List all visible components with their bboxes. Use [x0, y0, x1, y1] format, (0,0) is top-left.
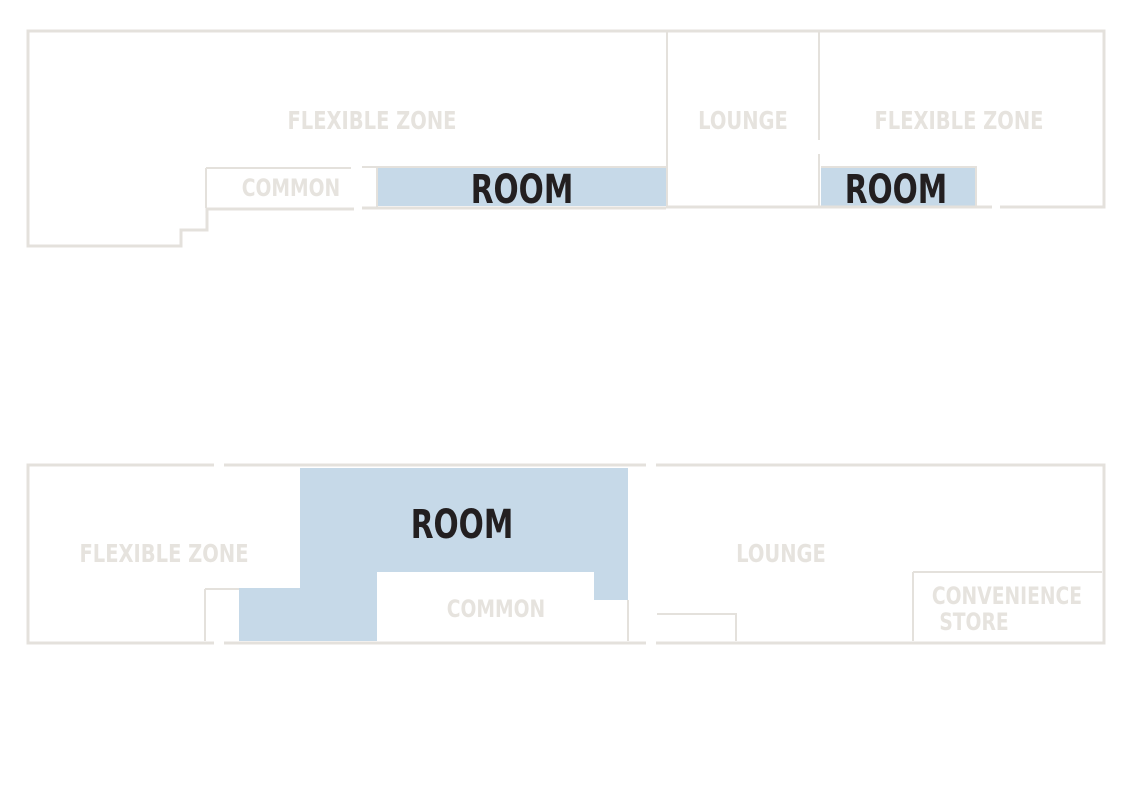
store-outline [912, 571, 1102, 641]
bottom-right-wall [656, 463, 1106, 645]
room-small-outline [821, 166, 977, 207]
label-convenience-store-line2: STORE [939, 609, 1008, 637]
label-lounge-bottom: LOUNGE [736, 540, 826, 569]
room-main-fill [377, 167, 666, 206]
label-convenience-store-line1: CONVENIENCE [932, 583, 1082, 611]
label-room-small: ROOM [845, 167, 948, 214]
top-floor-plan: FLEXIBLE ZONE LOUNGE FLEXIBLE ZONE COMMO… [26, 29, 1106, 248]
label-room-bottom: ROOM [411, 502, 514, 549]
label-lounge-top: LOUNGE [698, 107, 788, 136]
room-bottom-fill [239, 468, 628, 641]
room-small-fill [821, 167, 976, 206]
label-flexible-zone-bottom: FLEXIBLE ZONE [79, 540, 248, 569]
label-flexible-zone-left: FLEXIBLE ZONE [287, 107, 456, 136]
bottom-left-wall [26, 463, 214, 645]
label-common-top: COMMON [242, 175, 340, 203]
label-flexible-zone-right: FLEXIBLE ZONE [874, 107, 1043, 136]
top-outer-wall [26, 29, 1106, 248]
label-common-bottom: COMMON [447, 596, 545, 624]
bottom-floor-plan: FLEXIBLE ZONE ROOM COMMON LOUNGE CONVENI… [26, 463, 1106, 645]
label-room-main: ROOM [471, 167, 574, 214]
lounge-counter [657, 613, 737, 641]
